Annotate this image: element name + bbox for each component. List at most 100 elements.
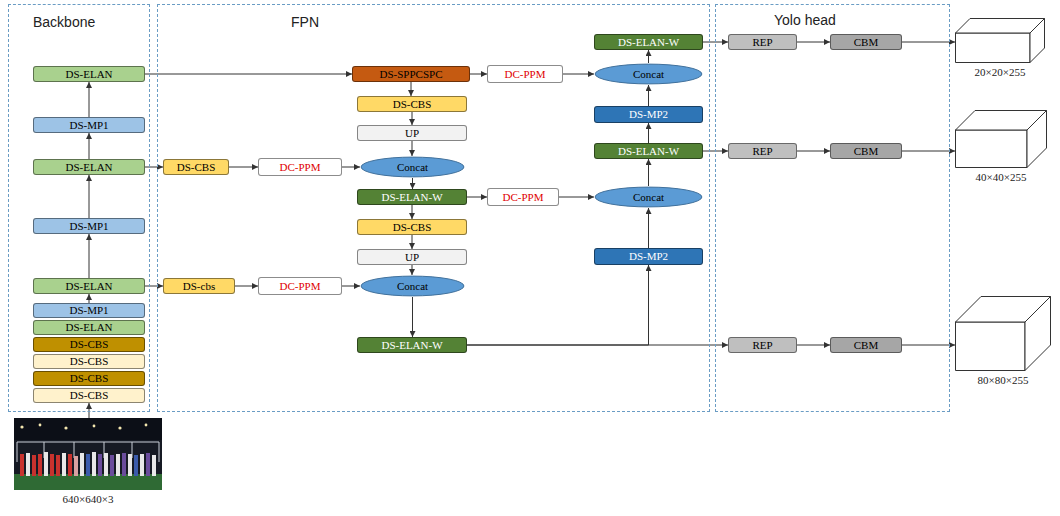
- module-box: DS-CBS: [33, 371, 145, 386]
- module-label: Concat: [397, 280, 428, 293]
- flow-arrow: [467, 265, 649, 345]
- module-box: DS-MP1: [33, 117, 145, 133]
- module-label: REP: [752, 339, 772, 352]
- concat-ellipse: Concat: [594, 186, 703, 208]
- tensor-cube: [955, 110, 1047, 168]
- module-box: DS-MP1: [33, 303, 145, 318]
- module-label: DS-CBS: [177, 161, 216, 174]
- module-label: DS-CBS: [393, 221, 432, 234]
- module-label: Concat: [633, 68, 664, 81]
- module-box: REP: [728, 143, 797, 159]
- dashed-region: Yolo headREPCBMREPCBMREPCBM: [715, 4, 950, 412]
- module-box: CBM: [830, 337, 902, 353]
- flow-arrow: [89, 403, 90, 418]
- module-label: DS-CBS: [70, 372, 109, 385]
- flow-arrow: [342, 167, 360, 168]
- flow-arrow: [229, 167, 258, 168]
- flow-arrow: [412, 205, 413, 219]
- module-box: DS-CBS: [357, 219, 467, 235]
- module-label: DS-MP2: [629, 250, 668, 263]
- module-box: DS-ELAN: [33, 159, 145, 175]
- concat-ellipse: Concat: [360, 156, 465, 178]
- module-label: DS-SPPCSPC: [380, 68, 443, 81]
- flow-arrow: [563, 74, 594, 75]
- flow-arrow: [342, 286, 360, 287]
- module-label: UP: [405, 127, 419, 140]
- flow-arrow: [797, 345, 830, 346]
- flow-arrow: [412, 235, 413, 249]
- module-label: DS-ELAN-W: [381, 191, 442, 204]
- module-label: REP: [752, 36, 772, 49]
- tensor-cube: [955, 296, 1051, 371]
- flow-arrow: [89, 175, 90, 218]
- flow-arrow: [145, 74, 352, 75]
- flow-arrow: [467, 197, 487, 198]
- module-label: DC-PPM: [280, 161, 321, 174]
- flow-arrow: [797, 151, 830, 152]
- module-label: DS-CBS: [393, 98, 432, 111]
- flow-arrow: [89, 133, 90, 159]
- module-label: DS-ELAN-W: [618, 36, 679, 49]
- module-label: DS-ELAN: [65, 161, 112, 174]
- module-label: REP: [752, 145, 772, 158]
- module-box: DS-SPPCSPC: [352, 66, 470, 82]
- module-label: UP: [405, 251, 419, 264]
- module-label: DS-ELAN-W: [381, 339, 442, 352]
- input-photo: [14, 418, 162, 490]
- module-box: DS-ELAN-W: [594, 34, 703, 50]
- module-label: DS-ELAN-W: [618, 145, 679, 158]
- dashed-region: FPNDS-SPPCSPCDC-PPMDS-ELAN-WConcatDS-CBS…: [157, 4, 710, 412]
- module-box: DS-MP2: [594, 106, 703, 123]
- module-label: DS-cbs: [183, 280, 215, 293]
- module-box: DS-CBS: [33, 388, 145, 403]
- module-label: DS-MP1: [69, 304, 108, 317]
- module-label: CBM: [854, 36, 878, 49]
- module-box: REP: [728, 34, 797, 50]
- module-label: DS-ELAN: [65, 68, 112, 81]
- module-box: DC-PPM: [487, 65, 563, 83]
- module-box: CBM: [830, 34, 902, 50]
- module-label: DS-MP1: [69, 119, 108, 132]
- flow-arrow: [412, 112, 413, 125]
- output-tensor: 20×20×255: [955, 18, 1045, 79]
- module-box: DS-ELAN-W: [357, 337, 467, 353]
- flow-arrow: [470, 74, 487, 75]
- photo-spacer: [14, 418, 162, 490]
- flow-arrow: [89, 294, 90, 303]
- module-box: DS-ELAN: [33, 320, 145, 335]
- concat-ellipse: Concat: [594, 63, 703, 85]
- output-tensor: 80×80×255: [955, 296, 1051, 387]
- flow-arrow: [89, 82, 90, 117]
- tensor-size: 40×40×255: [976, 171, 1027, 184]
- dashed-region: BackboneDS-ELANDS-MP1DS-ELANDS-MP1DS-ELA…: [8, 4, 150, 412]
- module-label: DS-MP1: [69, 220, 108, 233]
- flow-arrow: [412, 141, 413, 156]
- flow-arrow: [648, 85, 649, 106]
- module-box: DS-ELAN-W: [357, 189, 467, 205]
- flow-arrow: [648, 208, 649, 248]
- module-label: CBM: [854, 145, 878, 158]
- module-box: DC-PPM: [258, 158, 342, 176]
- module-box: DS-ELAN: [33, 66, 145, 82]
- module-box: DS-ELAN-W: [594, 143, 703, 159]
- module-box: DS-CBS: [357, 96, 467, 112]
- module-box: DC-PPM: [258, 277, 342, 295]
- region-heading: FPN: [291, 14, 319, 30]
- input-size: 640×640×3: [63, 493, 114, 506]
- flow-arrow: [559, 197, 594, 198]
- input-image: 640×640×3: [14, 418, 162, 506]
- module-box: DS-MP2: [594, 248, 703, 265]
- flow-arrow: [648, 159, 649, 186]
- flow-arrow: [412, 265, 413, 275]
- flow-arrow: [412, 297, 413, 337]
- tensor-size: 80×80×255: [978, 374, 1029, 387]
- flow-arrow: [145, 286, 163, 287]
- flow-arrow: [902, 42, 955, 43]
- flow-arrow: [235, 286, 258, 287]
- flow-arrow: [902, 345, 955, 346]
- module-label: DC-PPM: [503, 191, 544, 204]
- tensor-size: 20×20×255: [975, 66, 1026, 79]
- flow-arrow: [648, 50, 649, 63]
- module-box: UP: [357, 125, 467, 141]
